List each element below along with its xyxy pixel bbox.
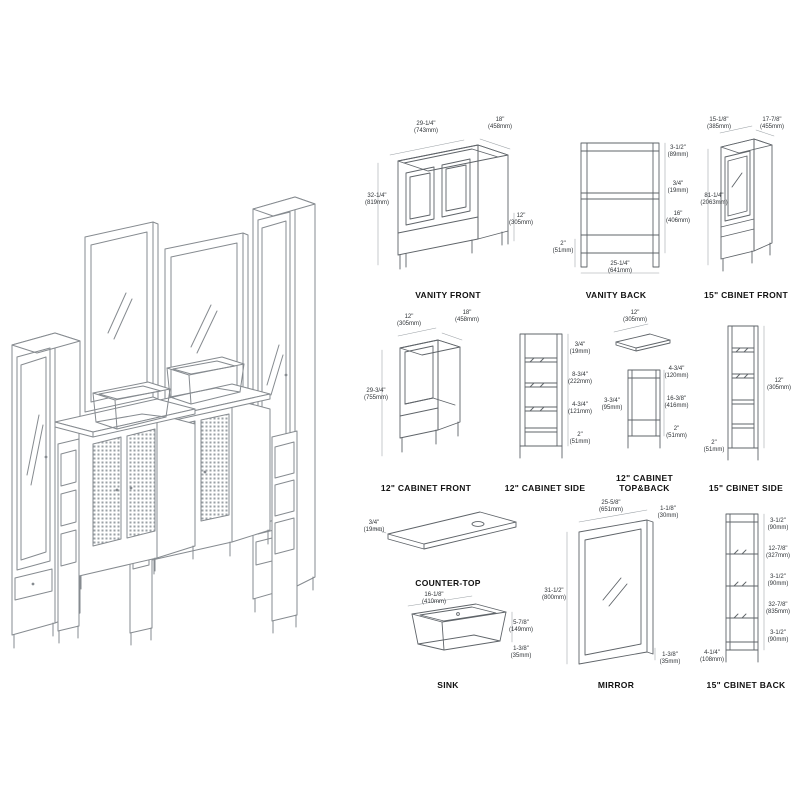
cbinet15-side-drawing xyxy=(727,325,765,461)
dimension-label: 3-1/2" (90mm) xyxy=(767,630,789,643)
dimension-label: 29-3/4" (755mm) xyxy=(363,388,388,401)
dimension-label: 18" (458mm) xyxy=(487,117,512,130)
panel-vanity-front: 29-1/4" (743mm) 18" (458mm) 32-1/4" (819… xyxy=(360,115,536,300)
cab12-topback-drawing xyxy=(613,323,671,449)
mirror-left xyxy=(84,221,159,413)
panel-cab12-topback: 12" (305mm) 4-3/4" (120mm) 16-3/8" (416m… xyxy=(598,308,691,493)
vanity-front-drawing xyxy=(377,138,515,270)
dimension-label: 3-1/2" (90mm) xyxy=(767,518,789,531)
panel-caption: 12" CABINET SIDE xyxy=(504,483,586,493)
panel-caption: 15" CBINET BACK xyxy=(706,680,786,690)
dimension-label: 29-1/4" (743mm) xyxy=(413,121,438,134)
panel-caption: 15" CBINET SIDE xyxy=(708,483,784,493)
dimension-label: 3/4" (19mm) xyxy=(363,520,385,533)
panel-cab12-side: 3/4" (19mm) 8-3/4" (222mm) 4-3/4" (121mm… xyxy=(496,308,594,493)
dimension-label: 15-1/8" (385mm) xyxy=(706,117,731,130)
dimension-label: 32-1/4" (819mm) xyxy=(364,193,389,206)
dimension-label: 4-3/4" (121mm) xyxy=(567,402,592,415)
dimension-label: 3/4" (19mm) xyxy=(667,181,689,194)
panel-cbinet15-side: 12" (305mm) 2" (51mm) 15" CBINET SIDE xyxy=(696,308,796,493)
dimension-label: 12" (305mm) xyxy=(508,213,533,226)
dimension-label: 2" (51mm) xyxy=(552,241,574,254)
panel-caption: SINK xyxy=(437,680,459,690)
dimension-label: 25-5/8" (651mm) xyxy=(598,500,623,513)
panel-vanity-back: 3-1/2" (89mm) 3/4" (19mm) 16" (406mm) 2"… xyxy=(541,115,691,300)
dimension-label: 17-7/8" (455mm) xyxy=(759,117,784,130)
dimension-label: 1-3/8" (35mm) xyxy=(659,652,681,665)
dimension-label: 3-1/2" (89mm) xyxy=(667,145,689,158)
dimension-label: 16-3/8" (416mm) xyxy=(664,396,689,409)
dimension-label: 5-7/8" (149mm) xyxy=(508,620,533,633)
dimension-label: 3/4" (19mm) xyxy=(569,342,591,355)
panel-caption: 12" CABINET TOP&BACK xyxy=(616,473,673,493)
dimension-label: 12" (305mm) xyxy=(622,310,647,323)
cab12-side-drawing xyxy=(519,333,569,459)
panel-counter-top: 3/4" (19mm) COUNTER-TOP xyxy=(360,500,536,588)
dimension-label: 16-1/8" (410mm) xyxy=(421,592,446,605)
panel-cbinet15-front: 15-1/8" (385mm) 17-7/8" (455mm) 81-1/4" … xyxy=(696,115,796,300)
panel-caption: 12" CABINET FRONT xyxy=(380,483,472,493)
panel-caption: MIRROR xyxy=(597,680,635,690)
panel-caption: 15" CBINET FRONT xyxy=(704,290,788,300)
panel-sink: 16-1/8" (410mm) 5-7/8" (149mm) 1-3/8" (3… xyxy=(360,592,536,690)
vanity-back-drawing xyxy=(574,142,666,274)
cbinet15-front-drawing xyxy=(707,125,775,272)
panel-cbinet15-back: 3-1/2" (90mm) 12-7/8" (327mm) 3-1/2" (90… xyxy=(696,500,796,690)
dimension-label: 3-1/2" (90mm) xyxy=(767,574,789,587)
panel-mirror: 25-5/8" (651mm) 1-1/8" (30mm) 31-1/2" (8… xyxy=(541,500,691,690)
dimension-label: 2" (51mm) xyxy=(666,426,687,439)
dimension-label: 3-3/4" (95mm) xyxy=(601,398,623,411)
isometric-vanity-set-illustration xyxy=(11,196,316,649)
mirror-drawing xyxy=(566,509,656,665)
dimension-label: 32-7/8" (835mm) xyxy=(765,602,790,615)
panel-caption: VANITY FRONT xyxy=(415,290,481,300)
panel-caption: COUNTER-TOP xyxy=(415,578,481,588)
cab12-front-drawing xyxy=(381,327,463,457)
sink-drawing xyxy=(407,595,513,651)
dimension-label: 2" (51mm) xyxy=(569,432,591,445)
dimension-label: 1-1/8" (30mm) xyxy=(657,506,679,519)
dimension-label: 81-1/4" (2063mm) xyxy=(700,193,728,206)
dimension-label: 4-3/4" (120mm) xyxy=(664,366,689,379)
dimension-label: 12" (305mm) xyxy=(396,314,421,327)
counter-top-drawing xyxy=(373,511,517,550)
dimension-label: 18" (458mm) xyxy=(454,310,479,323)
dimension-label: 12" (305mm) xyxy=(766,378,791,391)
dimension-label: 25-1/4" (641mm) xyxy=(607,261,632,274)
dimension-label: 1-3/8" (35mm) xyxy=(510,646,532,659)
dimension-label: 4-1/4" (108mm) xyxy=(699,650,724,663)
panel-caption: VANITY BACK xyxy=(585,290,647,300)
cbinet15-back-drawing xyxy=(725,513,765,663)
dimension-label: 31-1/2" (800mm) xyxy=(541,588,566,601)
vanity-left xyxy=(54,381,196,644)
panel-cab12-front: 12" (305mm) 18" (458mm) 29-3/4" (755mm) … xyxy=(360,308,492,493)
dimension-label: 16" (406mm) xyxy=(665,211,690,224)
dimension-label: 8-3/4" (222mm) xyxy=(567,372,592,385)
dimension-label: 12-7/8" (327mm) xyxy=(765,546,790,559)
dimension-label: 2" (51mm) xyxy=(703,440,725,453)
